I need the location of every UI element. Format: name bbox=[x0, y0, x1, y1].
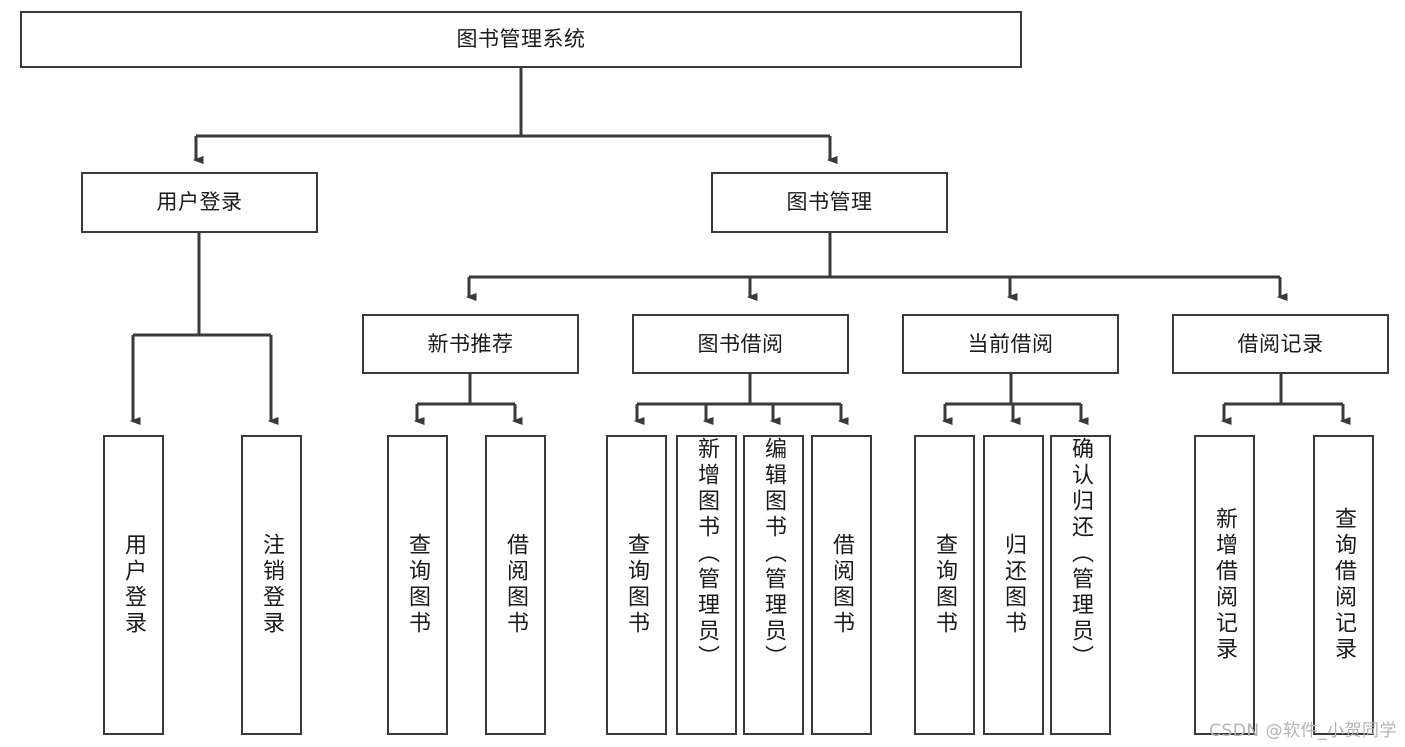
watermark: CSDN @软件_小贺同学 bbox=[1209, 721, 1397, 741]
leaf-label: 用户登录 bbox=[121, 533, 147, 637]
leaf-label: 归还图书 bbox=[1001, 533, 1027, 637]
node-user-login[interactable]: 用户登录 bbox=[81, 172, 318, 233]
leaf-label: 查询图书 bbox=[405, 533, 431, 637]
node-book-borrow-label: 图书借阅 bbox=[697, 331, 784, 356]
node-current-borrow[interactable]: 当前借阅 bbox=[902, 314, 1119, 374]
node-current-borrow-label: 当前借阅 bbox=[967, 331, 1054, 356]
leaf-borrow-query-book[interactable]: 查询图书 bbox=[606, 435, 667, 735]
leaf-label: 借阅图书 bbox=[829, 533, 855, 637]
leaf-label: 新增图书（管理员） bbox=[694, 437, 720, 671]
node-borrow-record-label: 借阅记录 bbox=[1237, 331, 1324, 356]
leaf-user-login-login[interactable]: 用户登录 bbox=[103, 435, 164, 735]
leaf-current-query-book[interactable]: 查询图书 bbox=[914, 435, 975, 735]
leaf-borrow-edit-book-admin[interactable]: 编辑图书（管理员） bbox=[743, 435, 804, 735]
leaf-borrow-borrow-book[interactable]: 借阅图书 bbox=[811, 435, 872, 735]
leaf-label: 查询图书 bbox=[932, 533, 958, 637]
leaf-label: 新增借阅记录 bbox=[1212, 507, 1238, 663]
leaf-record-add-record[interactable]: 新增借阅记录 bbox=[1194, 435, 1255, 735]
leaf-label: 确认归还（管理员） bbox=[1068, 437, 1094, 671]
node-book-borrow[interactable]: 图书借阅 bbox=[632, 314, 849, 374]
leaf-current-confirm-return-admin[interactable]: 确认归还（管理员） bbox=[1050, 435, 1111, 735]
leaf-new-book-query[interactable]: 查询图书 bbox=[387, 435, 448, 735]
node-book-management[interactable]: 图书管理 bbox=[711, 172, 948, 233]
leaf-label: 编辑图书（管理员） bbox=[761, 437, 787, 671]
leaf-label: 注销登录 bbox=[259, 533, 285, 637]
node-root[interactable]: 图书管理系统 bbox=[20, 11, 1022, 68]
node-borrow-record[interactable]: 借阅记录 bbox=[1172, 314, 1389, 374]
node-root-label: 图书管理系统 bbox=[456, 27, 586, 52]
leaf-current-return-book[interactable]: 归还图书 bbox=[983, 435, 1044, 735]
node-user-login-label: 用户登录 bbox=[156, 190, 243, 215]
leaf-record-query-record[interactable]: 查询借阅记录 bbox=[1313, 435, 1374, 735]
node-new-book-recommend[interactable]: 新书推荐 bbox=[362, 314, 579, 374]
leaf-label: 查询借阅记录 bbox=[1331, 507, 1357, 663]
leaf-borrow-add-book-admin[interactable]: 新增图书（管理员） bbox=[676, 435, 737, 735]
node-new-book-recommend-label: 新书推荐 bbox=[427, 331, 514, 356]
leaf-label: 借阅图书 bbox=[503, 533, 529, 637]
node-book-management-label: 图书管理 bbox=[786, 190, 873, 215]
leaf-label: 查询图书 bbox=[624, 533, 650, 637]
leaf-user-login-logout[interactable]: 注销登录 bbox=[241, 435, 302, 735]
leaf-new-book-borrow[interactable]: 借阅图书 bbox=[485, 435, 546, 735]
